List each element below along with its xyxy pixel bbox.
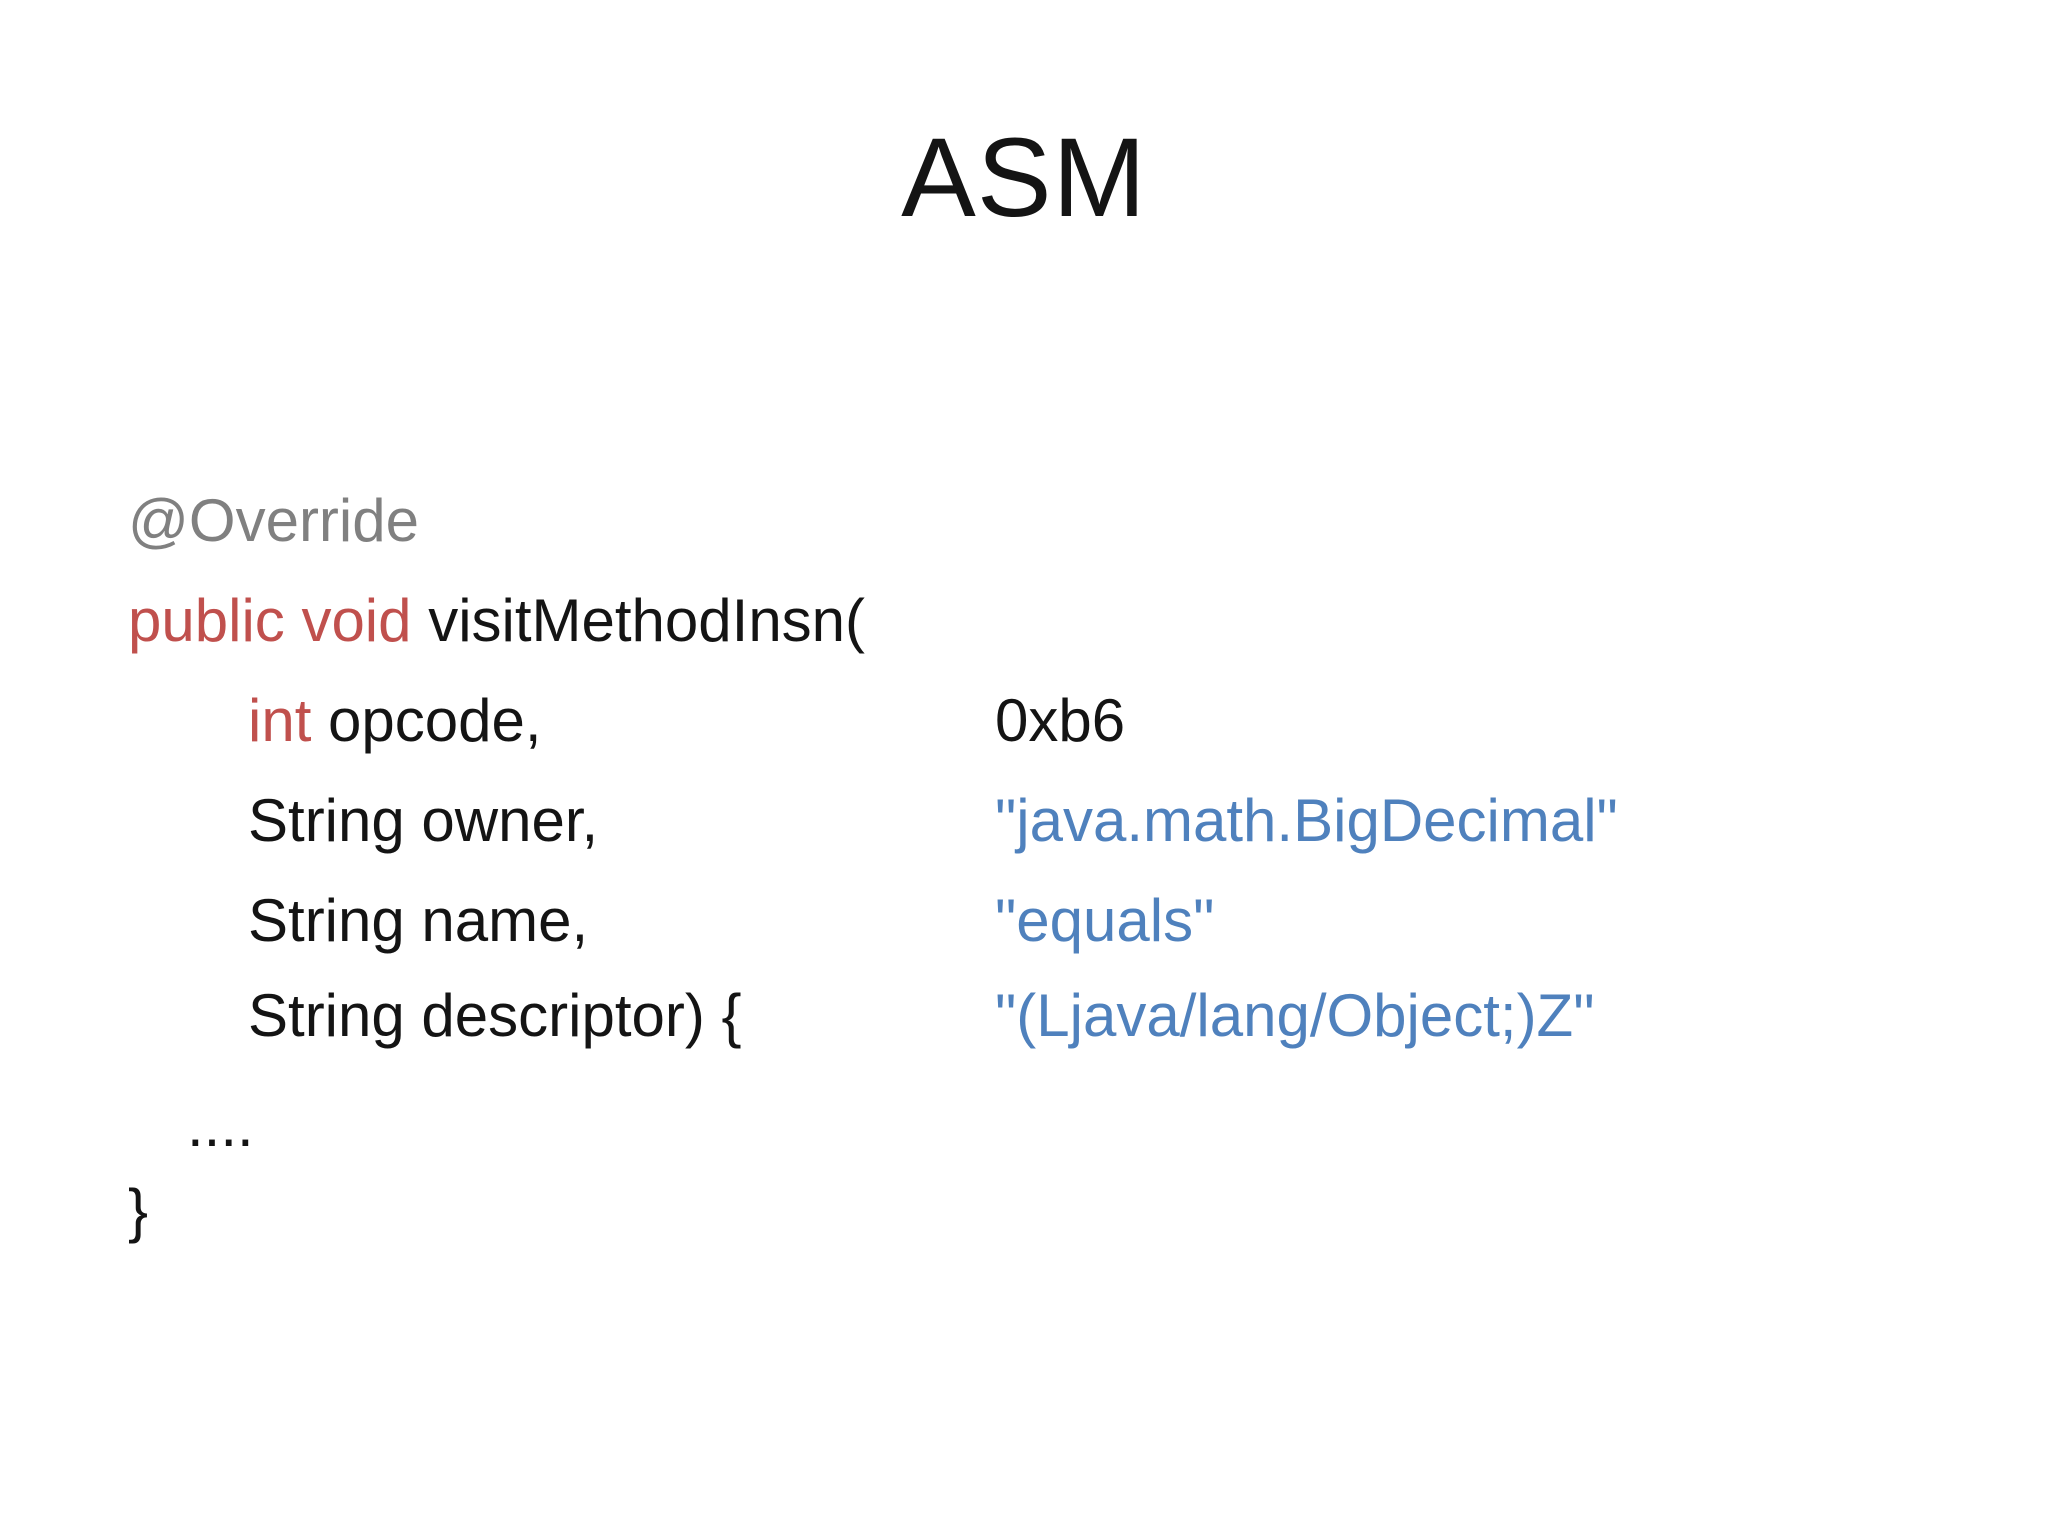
slide-title: ASM <box>901 115 1147 240</box>
param-name: descriptor) { <box>421 981 742 1049</box>
closing-brace-line: } <box>128 1160 1928 1260</box>
param-value-owner: "java.math.BigDecimal" <box>995 786 1618 854</box>
param-type: String <box>248 981 422 1049</box>
closing-brace: } <box>128 1176 149 1244</box>
param-value-opcode: 0xb6 <box>995 686 1126 754</box>
override-annotation: @Override <box>128 486 419 554</box>
ellipsis-text: .... <box>187 1091 254 1159</box>
annotation-line: @Override <box>128 470 1928 570</box>
param-name: name, <box>421 886 589 954</box>
param-line-owner: String owner, "java.math.BigDecimal" <box>128 770 1928 870</box>
param-type: String <box>248 786 422 854</box>
signature-keywords: public void <box>128 586 429 654</box>
param-line-name: String name, "equals" <box>128 870 1928 970</box>
param-value-name: "equals" <box>995 886 1215 954</box>
method-signature-line: public void visitMethodInsn( <box>128 570 1928 670</box>
param-line-opcode: int opcode, 0xb6 <box>128 670 1928 770</box>
param-type: int <box>248 686 329 754</box>
param-value-descriptor: "(Ljava/lang/Object;)Z" <box>995 981 1595 1049</box>
ellipsis-line: .... <box>128 1075 1928 1175</box>
code-block: @Override public void visitMethodInsn( i… <box>128 470 1928 1260</box>
param-line-descriptor: String descriptor) { "(Ljava/lang/Object… <box>128 965 1928 1065</box>
param-name: opcode, <box>328 686 542 754</box>
signature-method-name: visitMethodInsn( <box>428 586 866 654</box>
param-name: owner, <box>421 786 599 854</box>
param-type: String <box>248 886 422 954</box>
